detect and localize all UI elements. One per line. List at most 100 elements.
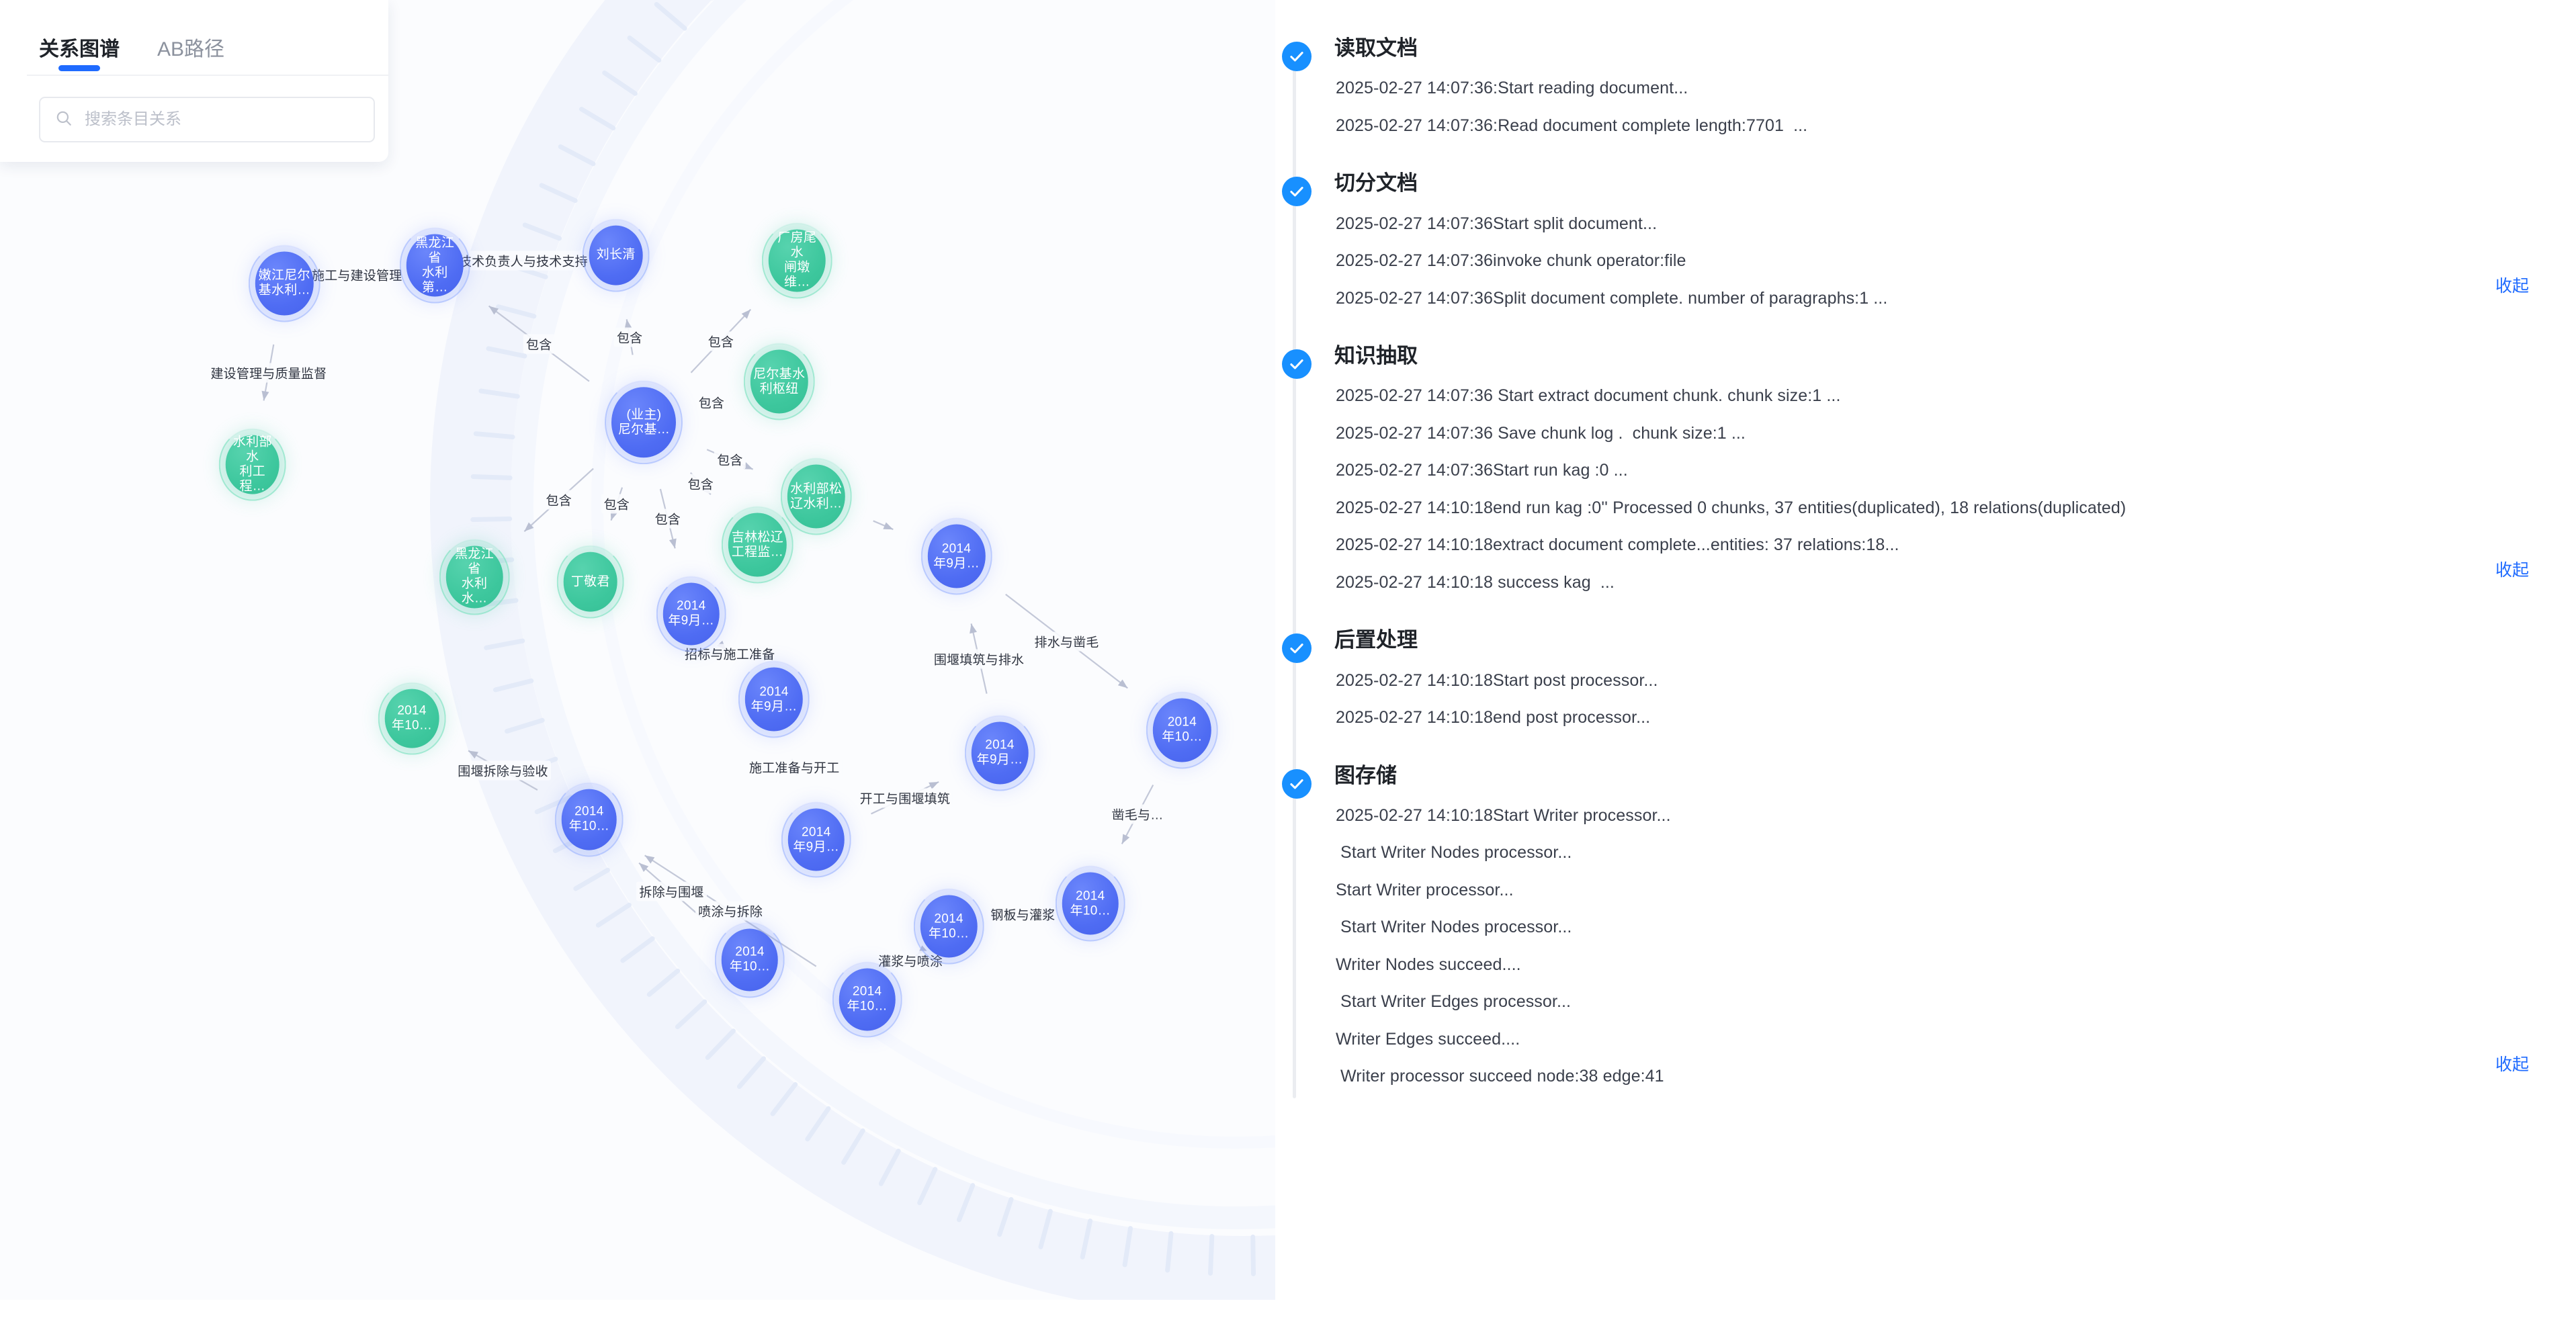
graph-node[interactable]: 尼尔基水利枢纽 [743, 343, 815, 421]
graph-edge-label: 包含 [543, 490, 574, 510]
graph-edge-arrowhead [639, 863, 649, 873]
graph-edge-label: 包含 [523, 334, 555, 354]
graph-node[interactable]: 黑龙江省水利第… [399, 227, 470, 304]
check-circle-icon [1282, 177, 1312, 207]
graph-edge-arrowhead [669, 538, 677, 549]
graph-node-label: 黑龙江省水利第… [415, 236, 455, 295]
pipeline-log-line: 2025-02-27 14:07:36invoke chunk operator… [1336, 251, 1686, 271]
graph-edge-label: 包含 [695, 392, 728, 412]
pipeline-stage-title: 知识抽取 [1334, 344, 1418, 368]
graph-edge-arrowhead [929, 781, 939, 789]
graph-edge-label: 招标与施工准备 [682, 644, 778, 664]
graph-edge-arrowhead [624, 319, 632, 329]
graph-edge-label: 灌浆与喷涂 [875, 951, 946, 971]
graph-edge-label: 施工与建设管理 [309, 265, 405, 285]
graph-node-label: 黑龙江省水利水… [455, 547, 494, 606]
pipeline-log-line: 2025-02-27 14:10:18Start Writer processo… [1336, 805, 1671, 825]
graph-edge-label: 包含 [652, 509, 683, 529]
pipeline-stage-title: 切分文档 [1334, 171, 1418, 195]
tab-label: AB路径 [157, 38, 225, 60]
search-box[interactable] [39, 97, 375, 142]
graph-node[interactable]: (业主)尼尔基… [605, 380, 683, 465]
graph-edge-arrowhead [883, 522, 894, 530]
graph-edge-label: 排水与凿毛 [1031, 631, 1102, 652]
check-circle-icon [1282, 349, 1312, 380]
graph-edge-label: 围堰拆除与验收 [455, 760, 551, 781]
graph-edge-arrowhead [970, 623, 977, 634]
pipeline-log-line: 2025-02-27 14:07:36:Read document comple… [1336, 116, 1808, 135]
pipeline-log-line: 2025-02-27 14:10:18end post processor... [1336, 708, 1651, 727]
graph-node[interactable]: 水利部水利工程… [218, 428, 287, 501]
collapse-button[interactable]: 收起 [2495, 1055, 2529, 1074]
graph-node[interactable]: 刘长清 [582, 218, 650, 292]
pipeline-log-line: 2025-02-27 14:10:18end run kag :0'' Proc… [1336, 498, 2127, 517]
graph-edge-arrowhead [1121, 834, 1130, 844]
pipeline-log-line: 2025-02-27 14:10:18extract document comp… [1336, 535, 1899, 555]
graph-edge-label: 拆除与围堰 [636, 881, 707, 901]
graph-edge-label: 围堰填筑与排水 [931, 649, 1027, 669]
pipeline-stage-title: 图存储 [1334, 763, 1397, 787]
relation-graph-canvas[interactable]: 施工与建设管理技术负责人与技术支持建设管理与质量监督包含包含包含包含包含包含包含… [0, 0, 1275, 1300]
graph-node-label: 水利部松辽水利… [790, 482, 843, 511]
graph-node[interactable]: 丁敬君 [556, 545, 625, 619]
pipeline-log-line: 2025-02-27 14:10:18Start post processor.… [1336, 670, 1658, 690]
collapse-button[interactable]: 收起 [2495, 277, 2529, 296]
graph-node[interactable]: 吉林松辽工程监… [722, 506, 793, 584]
check-circle-icon [1282, 42, 1312, 71]
tab-label: 关系图谱 [39, 38, 120, 60]
graph-edge-label: 包含 [714, 449, 746, 470]
graph-edge-label: 钢板与灌浆 [988, 904, 1058, 924]
graph-node[interactable]: 黑龙江省水利水… [439, 539, 510, 615]
tab-divider [27, 75, 388, 76]
pipeline-stage: 图存储 2025-02-27 14:10:18Start Writer proce… [1282, 762, 2529, 1098]
pipeline-log-line: Writer Nodes succeed.... [1336, 955, 1521, 974]
check-circle-icon [1282, 768, 1312, 799]
graph-node-label: 厂房尾水闸墩维… [777, 230, 817, 290]
graph-edge-label: 包含 [705, 331, 737, 351]
tab-relation-graph[interactable]: 关系图谱 [39, 32, 120, 75]
graph-node-label: 丁敬君 [570, 574, 610, 589]
graph-edge-label: 开工与围堰填筑 [857, 788, 953, 808]
tab-ab-path[interactable]: AB路径 [157, 32, 224, 75]
pipeline-log-line: 2025-02-27 14:07:36:Start reading docume… [1336, 79, 1688, 98]
pipeline-log-line: Start Writer Nodes processor... [1336, 843, 1572, 863]
graph-node[interactable]: 水利部松辽水利… [780, 457, 852, 535]
graph-node-label: 尼尔基水利枢纽 [753, 367, 806, 396]
pipeline-log-line: Start Writer processor... [1336, 880, 1514, 899]
search-input[interactable] [83, 109, 359, 130]
graph-control-card: 关系图谱 AB路径 [0, 0, 388, 162]
graph-node[interactable]: 厂房尾水闸墩维… [762, 222, 832, 299]
graph-edge-arrowhead [741, 309, 751, 319]
graph-edge-label: 施工准备与开工 [746, 757, 843, 777]
graph-edge-arrowhead [524, 522, 534, 532]
collapse-button[interactable]: 收起 [2495, 561, 2529, 580]
graph-edge-label: 喷涂与拆除 [695, 901, 766, 921]
graph-node[interactable]: 嫩江尼尔基水利… [249, 245, 320, 322]
